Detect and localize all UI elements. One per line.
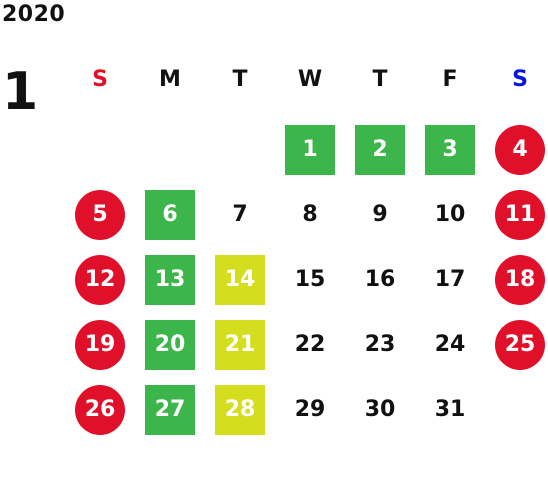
- day-cell-22[interactable]: 22: [294, 332, 326, 357]
- day-cell-9[interactable]: 9: [372, 202, 388, 227]
- weekday-header-wednesday: W: [297, 67, 323, 92]
- weekday-header-thursday: T: [372, 67, 388, 92]
- year-label: 2020: [2, 2, 66, 27]
- day-cell-11[interactable]: 11: [495, 190, 545, 240]
- weekday-header-saturday: S: [512, 67, 528, 92]
- day-cell-10[interactable]: 10: [434, 202, 466, 227]
- day-cell-8[interactable]: 8: [302, 202, 318, 227]
- month-number: 1: [2, 62, 39, 122]
- day-cell-7[interactable]: 7: [232, 202, 248, 227]
- day-cell-18[interactable]: 18: [495, 255, 545, 305]
- day-cell-3[interactable]: 3: [425, 125, 475, 175]
- day-cell-12[interactable]: 12: [75, 255, 125, 305]
- day-cell-21[interactable]: 21: [215, 320, 265, 370]
- day-cell-14[interactable]: 14: [215, 255, 265, 305]
- day-cell-5[interactable]: 5: [75, 190, 125, 240]
- day-cell-28[interactable]: 28: [215, 385, 265, 435]
- day-cell-2[interactable]: 2: [355, 125, 405, 175]
- day-cell-23[interactable]: 23: [364, 332, 396, 357]
- day-cell-24[interactable]: 24: [434, 332, 466, 357]
- day-cell-31[interactable]: 31: [434, 397, 466, 422]
- weekday-header-sunday: S: [92, 67, 108, 92]
- weekday-header-tuesday: T: [232, 67, 248, 92]
- day-cell-13[interactable]: 13: [145, 255, 195, 305]
- day-cell-30[interactable]: 30: [364, 397, 396, 422]
- day-cell-26[interactable]: 26: [75, 385, 125, 435]
- day-cell-1[interactable]: 1: [285, 125, 335, 175]
- day-cell-25[interactable]: 25: [495, 320, 545, 370]
- day-cell-19[interactable]: 19: [75, 320, 125, 370]
- day-cell-20[interactable]: 20: [145, 320, 195, 370]
- day-cell-4[interactable]: 4: [495, 125, 545, 175]
- day-cell-6[interactable]: 6: [145, 190, 195, 240]
- day-cell-17[interactable]: 17: [434, 267, 466, 292]
- day-cell-15[interactable]: 15: [294, 267, 326, 292]
- weekday-header-monday: M: [159, 67, 181, 92]
- day-cell-16[interactable]: 16: [364, 267, 396, 292]
- day-cell-27[interactable]: 27: [145, 385, 195, 435]
- weekday-header-friday: F: [442, 67, 458, 92]
- day-cell-29[interactable]: 29: [294, 397, 326, 422]
